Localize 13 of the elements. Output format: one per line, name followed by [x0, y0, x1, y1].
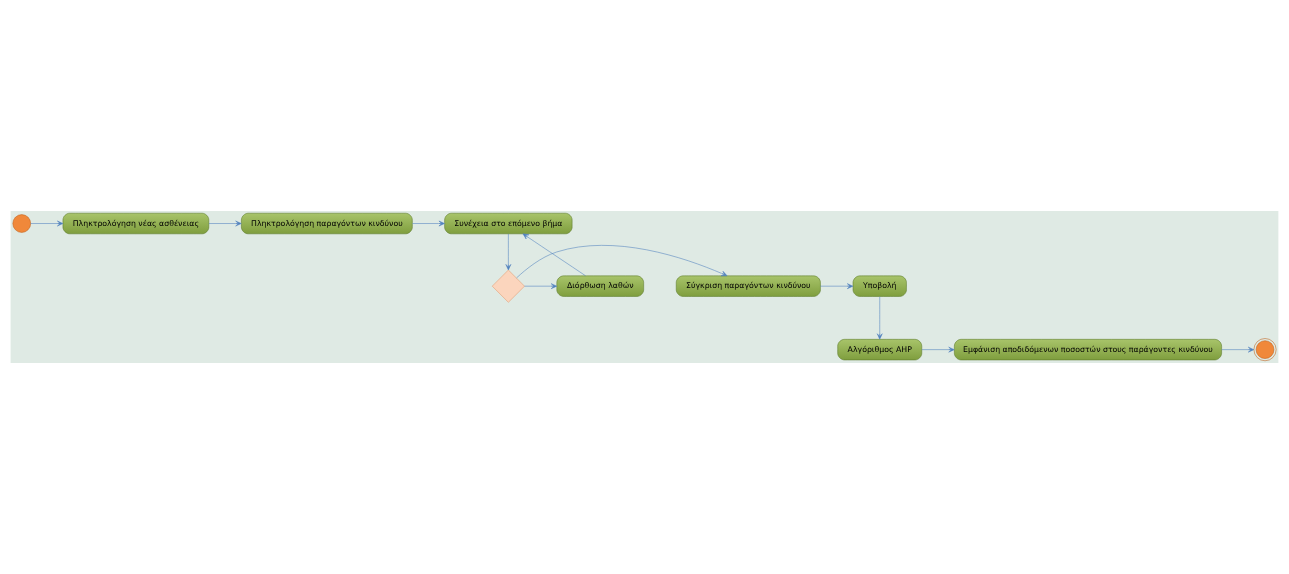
arrow — [524, 283, 558, 289]
node-diamond — [491, 269, 525, 303]
arrow — [876, 296, 883, 340]
arrow — [820, 283, 854, 289]
arrow — [921, 346, 955, 353]
arrow — [412, 220, 445, 227]
arrow — [30, 220, 64, 227]
arrow — [208, 220, 242, 227]
arrow — [1221, 346, 1255, 353]
arrow — [516, 245, 728, 279]
arrow — [505, 233, 512, 271]
node-circle — [12, 214, 31, 233]
arrow — [522, 233, 586, 277]
